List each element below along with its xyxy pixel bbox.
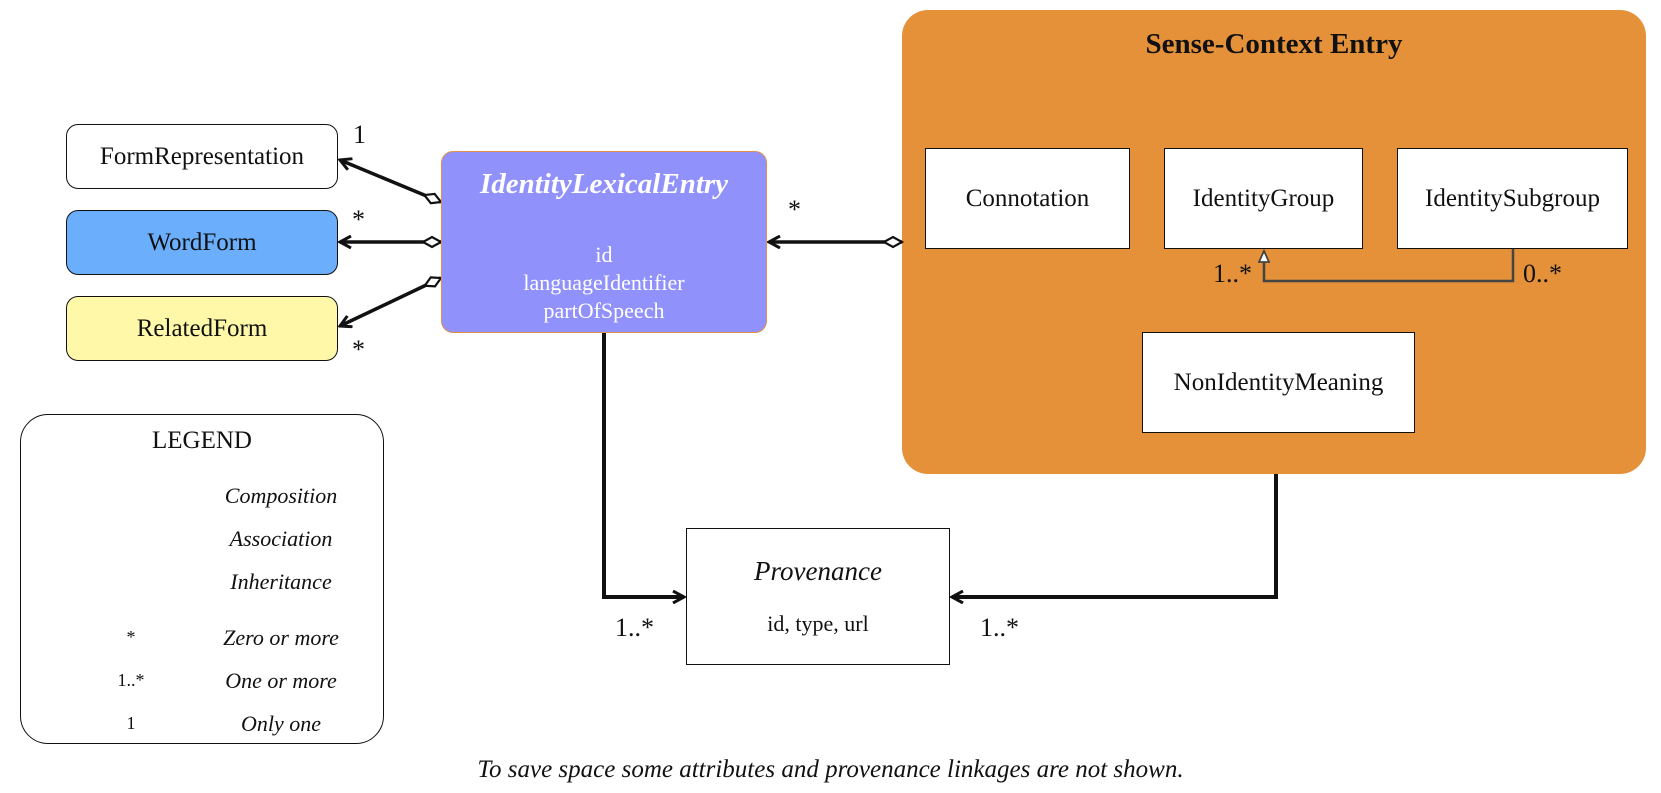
- link-subgroup-inheritance: [1264, 249, 1515, 283]
- legend-label-only-one: Only one: [240, 711, 322, 736]
- related-form-box: RelatedForm: [66, 296, 338, 361]
- attribute-language-identifier: languageIdentifier: [523, 270, 685, 295]
- multiplicity-provenance-from-entry: 1..*: [615, 613, 654, 642]
- legend-symbol-one-or-more: 1..*: [117, 670, 145, 690]
- legend-label-inheritance: Inheritance: [230, 569, 332, 594]
- multiplicity-identity-group: 1..*: [1213, 259, 1252, 288]
- legend-title: LEGEND: [152, 427, 252, 454]
- identity-lexical-entry-attributes: id languageIdentifier partOfSpeech: [523, 241, 684, 325]
- multiplicity-form-representation: 1: [353, 120, 366, 149]
- multiplicity-related-form: *: [352, 335, 365, 364]
- legend-symbol-zero-or-more: *: [126, 627, 136, 647]
- multiplicity-word-form: *: [352, 205, 365, 234]
- word-form-box: WordForm: [66, 210, 338, 275]
- legend-symbol-only-one: 1: [126, 713, 136, 733]
- multiplicity-identity-subgroup: 0..*: [1523, 259, 1562, 288]
- attribute-part-of-speech: partOfSpeech: [543, 298, 665, 323]
- legend-label-one-or-more: One or more: [225, 668, 337, 693]
- provenance-attributes: id, type, url: [767, 611, 869, 636]
- legend: LEGEND Composition Association Inheritan…: [20, 414, 384, 744]
- connotation-box: Connotation: [925, 148, 1130, 249]
- identity-lexical-entry-title: IdentityLexicalEntry: [479, 168, 729, 200]
- provenance-box: Provenance id, type, url: [686, 528, 950, 665]
- link-related-form: [340, 278, 441, 326]
- diagram-caption: To save space some attributes and proven…: [477, 756, 1184, 783]
- legend-label-composition: Composition: [224, 483, 338, 508]
- legend-label-zero-or-more: Zero or more: [223, 625, 339, 650]
- link-entry-provenance: [602, 333, 684, 597]
- identity-subgroup-box: IdentitySubgroup: [1397, 148, 1628, 249]
- multiplicity-sense-context: *: [788, 195, 801, 224]
- identity-group-box: IdentityGroup: [1164, 148, 1363, 249]
- identity-lexical-entry-box: IdentityLexicalEntry id languageIdentifi…: [441, 151, 767, 333]
- provenance-title: Provenance: [754, 556, 882, 586]
- legend-label-association: Association: [229, 526, 333, 551]
- link-sense-provenance: [952, 474, 1278, 597]
- multiplicity-provenance-from-sense: 1..*: [980, 613, 1019, 642]
- link-form-representation: [340, 160, 441, 202]
- form-representation-box: FormRepresentation: [66, 124, 338, 189]
- attribute-id: id: [595, 242, 613, 267]
- non-identity-meaning-box: NonIdentityMeaning: [1142, 332, 1415, 433]
- sense-context-title: Sense-Context Entry: [1145, 28, 1403, 60]
